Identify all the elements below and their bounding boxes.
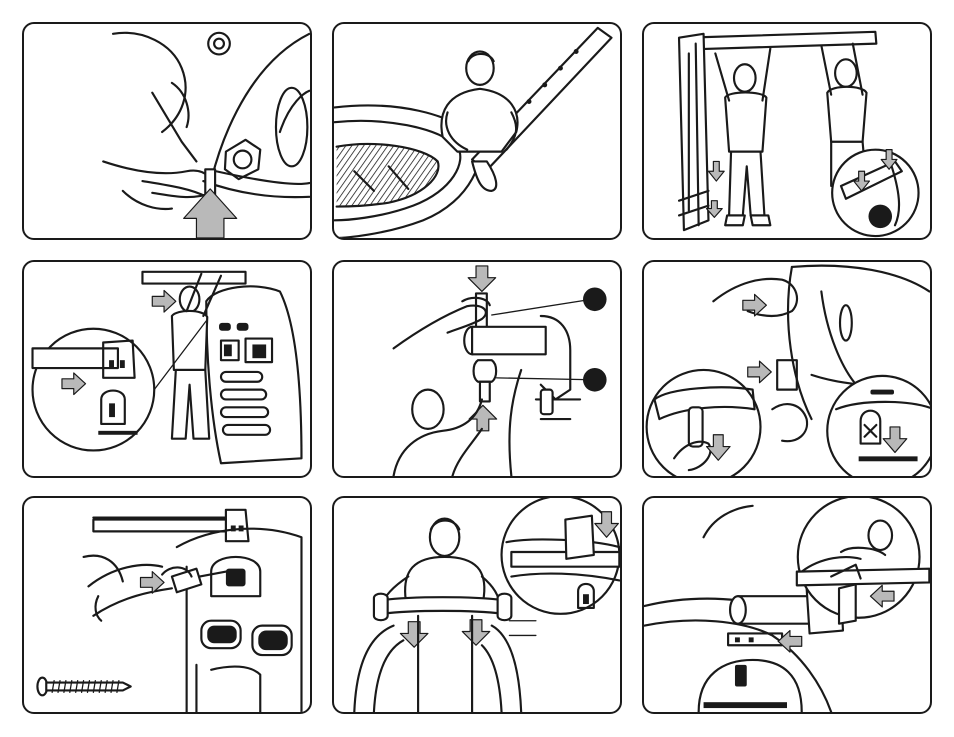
- step-8-illustration: [334, 498, 620, 712]
- step-4-illustration: [24, 262, 310, 476]
- step-6-illustration: [644, 262, 930, 476]
- step-5-panel: [332, 260, 622, 478]
- step-3-panel: [642, 22, 932, 240]
- step-3-illustration: [644, 24, 930, 238]
- step-7-panel: [22, 496, 312, 714]
- step-9-illustration: [644, 498, 930, 712]
- step-8-panel: [332, 496, 622, 714]
- step-4-panel: [22, 260, 312, 478]
- step-6-panel: [642, 260, 932, 478]
- step-2-panel: [332, 22, 622, 240]
- step-1-illustration: [24, 24, 310, 238]
- step-7-illustration: [24, 498, 310, 712]
- step-2-illustration: [334, 24, 620, 238]
- step-1-panel: [22, 22, 312, 240]
- step-9-panel: [642, 496, 932, 714]
- step-5-illustration: [334, 262, 620, 476]
